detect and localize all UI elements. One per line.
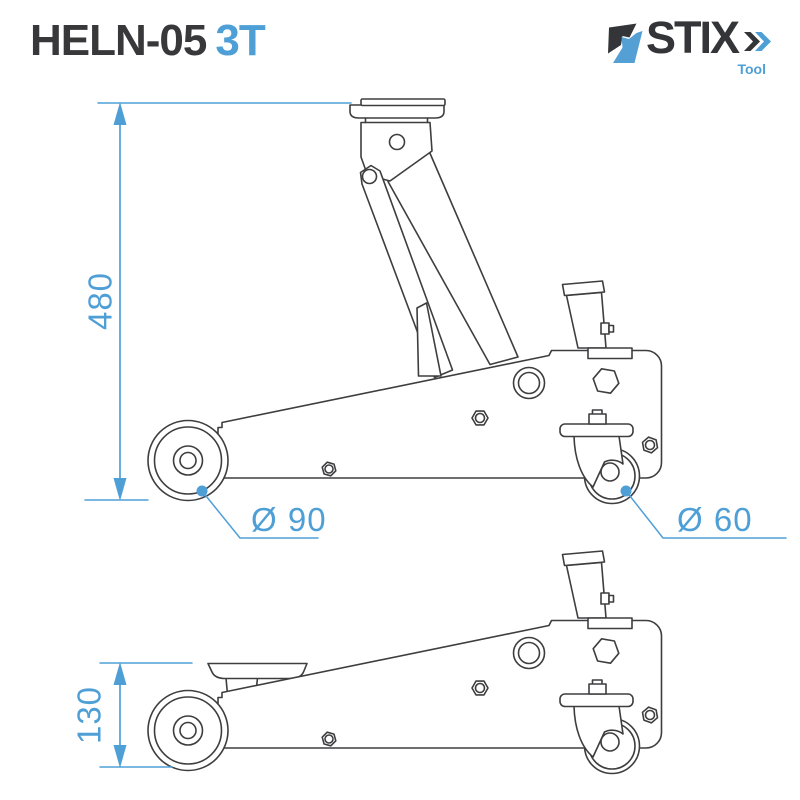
lowered-height-value: 130	[71, 686, 108, 744]
head-pin-hole	[388, 133, 406, 151]
brand-name: STIX	[646, 12, 740, 63]
label-front-wheel-diameter: Ø 90	[196, 485, 327, 539]
leader-line	[625, 490, 787, 539]
dimension-raised-height: 480	[82, 102, 352, 501]
rear-caster-diameter-value: Ø 60	[677, 501, 753, 538]
front-wheel-diameter-value: Ø 90	[251, 501, 327, 538]
brand-tagline: Tool	[737, 61, 766, 77]
label-rear-caster-diameter: Ø 60	[620, 485, 787, 539]
model-name: HELN-05	[30, 16, 207, 65]
link-pivot-hole	[361, 168, 378, 185]
logo-icon-blue-shape	[613, 31, 643, 63]
arrow-up-icon	[113, 662, 127, 685]
arrow-down-icon	[113, 478, 127, 501]
logo-icon-dark-shape	[608, 23, 637, 54]
raised-jack-view	[147, 98, 663, 505]
arrow-up-icon	[113, 102, 127, 125]
lift-head-block	[360, 121, 433, 182]
dimension-lowered-height: 130	[71, 662, 193, 768]
chassis-lowered	[147, 550, 663, 775]
capacity-label: 3T	[215, 16, 265, 65]
chevron-right-icon-dark	[744, 32, 760, 51]
saddle-raised	[349, 98, 446, 124]
chevron-right-icons	[744, 32, 771, 51]
leader-line	[201, 490, 319, 539]
chassis-raised	[147, 280, 663, 505]
raised-height-value: 480	[82, 272, 119, 330]
chevron-right-icon-blue	[755, 32, 771, 51]
arrow-down-icon	[113, 745, 127, 768]
stix-logo-icon	[608, 23, 643, 63]
lowered-jack-view	[147, 550, 663, 775]
arm-stop-bracket	[416, 302, 442, 377]
saddle-lowered	[207, 662, 308, 680]
